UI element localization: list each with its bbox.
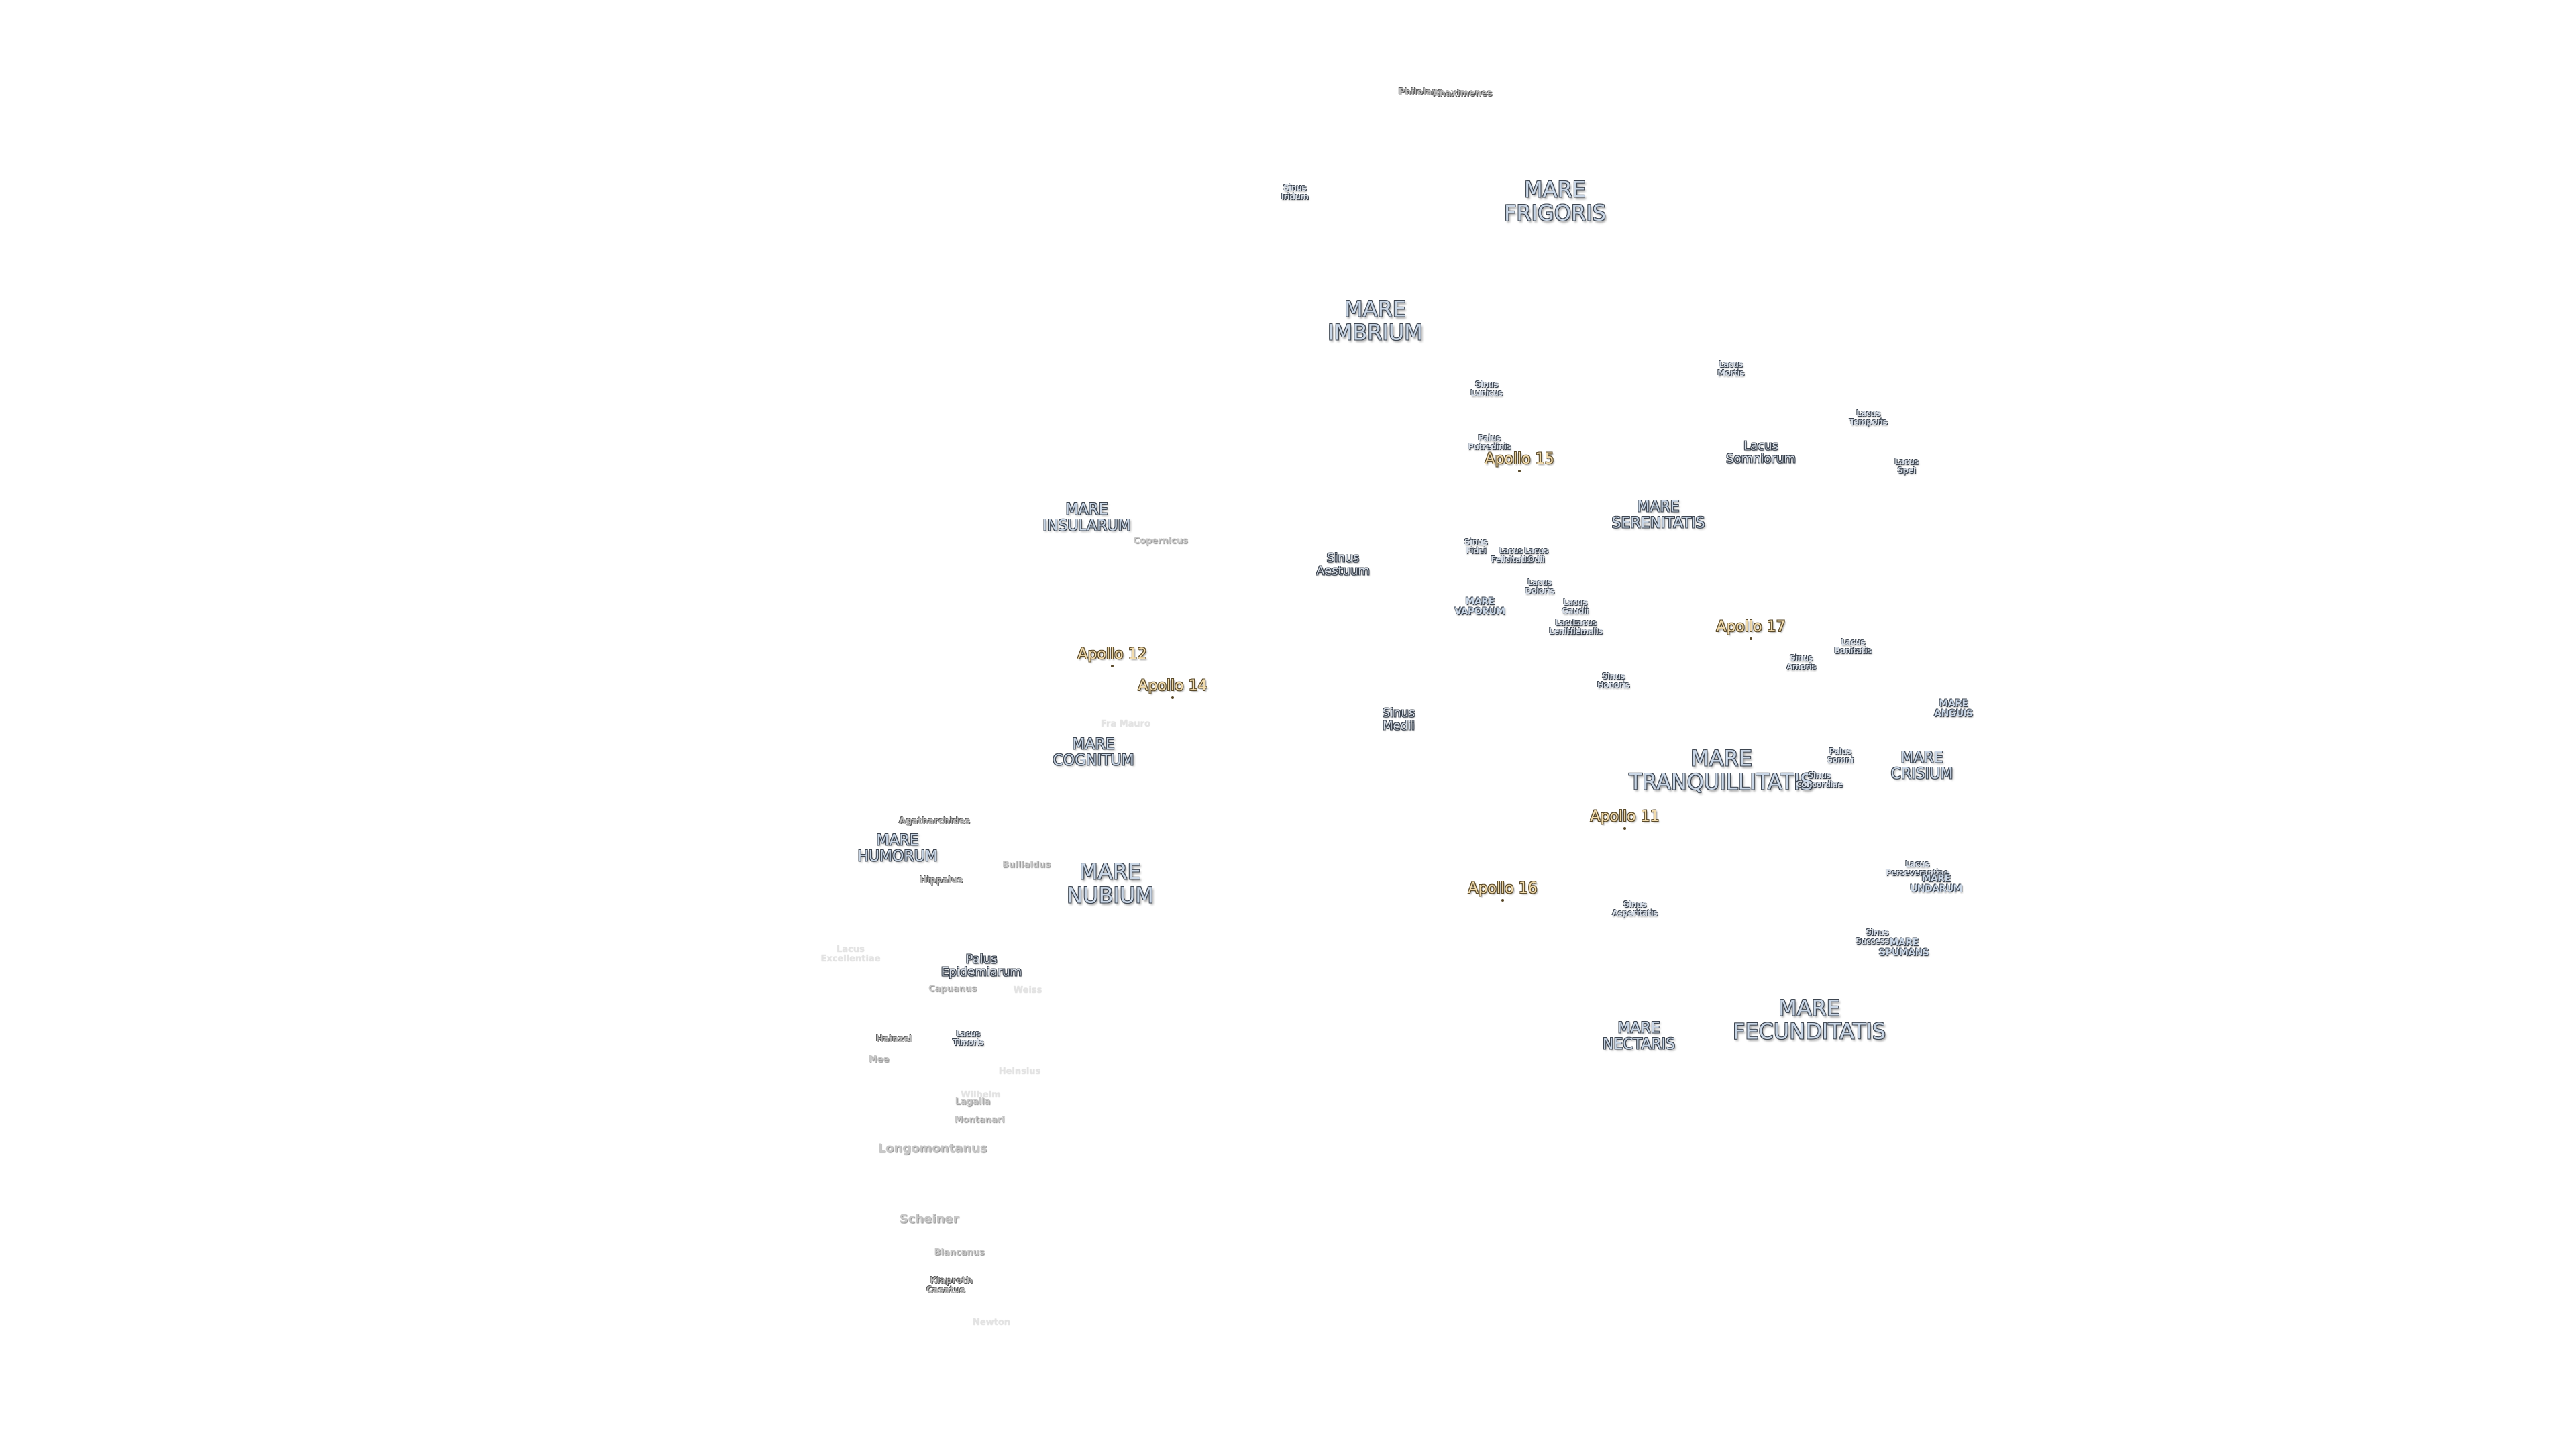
label-apollo-17: Apollo 17 [1716, 619, 1786, 636]
label-apollo-12: Apollo 12 [1077, 646, 1147, 663]
label-hainzel: Hainzel [875, 1034, 913, 1044]
label-capuanus: Capuanus [928, 983, 977, 994]
label-longomontanus: Longomontanus [877, 1141, 987, 1156]
label-anaximenes: Anaximenes [1432, 88, 1493, 99]
apollo-14-marker [1171, 696, 1174, 699]
label-wilhelm: Wilhelm [961, 1089, 1001, 1100]
label-apollo-14: Apollo 14 [1138, 678, 1208, 695]
label-philolaus: Philolaus [1398, 87, 1444, 97]
label-casatus: Casatus [926, 1285, 966, 1295]
label-agatharchides: Agatharchides [898, 816, 971, 826]
apollo-16-marker [1501, 899, 1504, 902]
apollo-17-marker [1750, 637, 1752, 640]
label-hippalus: Hippalus [919, 875, 963, 885]
label-lagalla: Lagalla [955, 1096, 991, 1107]
label-mee: Mee [868, 1054, 890, 1065]
label-apollo-15: Apollo 15 [1485, 451, 1554, 468]
label-newton: Newton [972, 1317, 1011, 1328]
label-apollo-11: Apollo 11 [1590, 808, 1660, 826]
label-heinsius: Heinsius [998, 1066, 1041, 1077]
apollo-15-marker [1518, 470, 1521, 472]
label-apollo-16: Apollo 16 [1468, 880, 1538, 898]
apollo-12-marker [1111, 665, 1114, 667]
label-scheiner: Scheiner [899, 1212, 959, 1226]
label-montanari: Montanari [954, 1114, 1005, 1125]
apollo-11-marker [1623, 827, 1626, 830]
label-klaproth: Klaproth [930, 1275, 973, 1286]
label-weiss: Weiss [1013, 985, 1042, 996]
label-fra-mauro: Fra Mauro [1100, 718, 1151, 729]
label-copernicus: Copernicus [1133, 535, 1188, 546]
label-blancanus: Blancanus [934, 1247, 985, 1258]
label-bullialdus: Bullialdus [1002, 859, 1051, 870]
